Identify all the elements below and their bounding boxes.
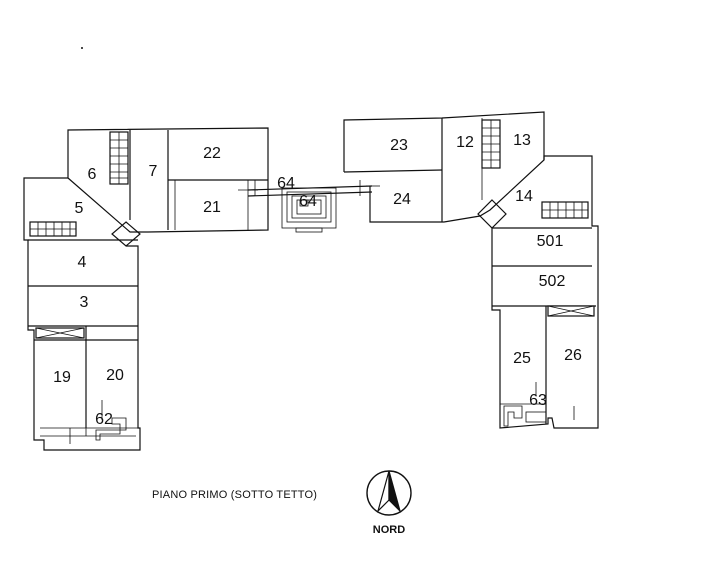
stair-64 [281,187,337,233]
right-wing [343,111,599,429]
room-labels: 6 7 22 21 64 64 23 24 12 13 14 5 4 3 19 … [53,132,582,428]
room-label: 14 [515,188,533,205]
room-label: 25 [513,350,531,367]
room-label: 19 [53,369,71,386]
room-label: 24 [393,191,411,208]
stray-mark [81,47,83,49]
elevator-19 [35,327,85,339]
room-label: 13 [513,132,531,149]
stair-62 [95,417,127,441]
room-label: 3 [80,294,89,311]
stair-63 [503,405,547,427]
room-label: 6 [88,166,97,183]
stair-left-top [109,131,129,185]
north-label: NORD [373,524,405,536]
room-label: 21 [203,199,221,216]
plan-caption: PIANO PRIMO (SOTTO TETTO) [152,489,317,501]
room-label: 501 [537,233,564,250]
room-label: 5 [75,200,84,217]
room-label: 26 [564,347,582,364]
left-wing [23,127,269,451]
stair-14 [541,201,589,219]
room-label: 502 [539,273,566,290]
room-label: 4 [78,254,87,271]
north-arrow-icon [366,470,412,516]
room-label: 63 [529,392,547,409]
elevator-26 [547,305,595,317]
room-label: 20 [106,367,124,384]
room-label: 7 [149,163,158,180]
room-label: 23 [390,137,408,154]
stair-12-13 [481,119,501,169]
room-label: 64 [277,175,295,192]
room-label: 12 [456,134,474,151]
room-label: 62 [95,411,113,428]
room-label: 64 [299,193,317,210]
room-label: 22 [203,145,221,162]
stair-5 [29,221,77,237]
center-corridor [238,180,380,233]
